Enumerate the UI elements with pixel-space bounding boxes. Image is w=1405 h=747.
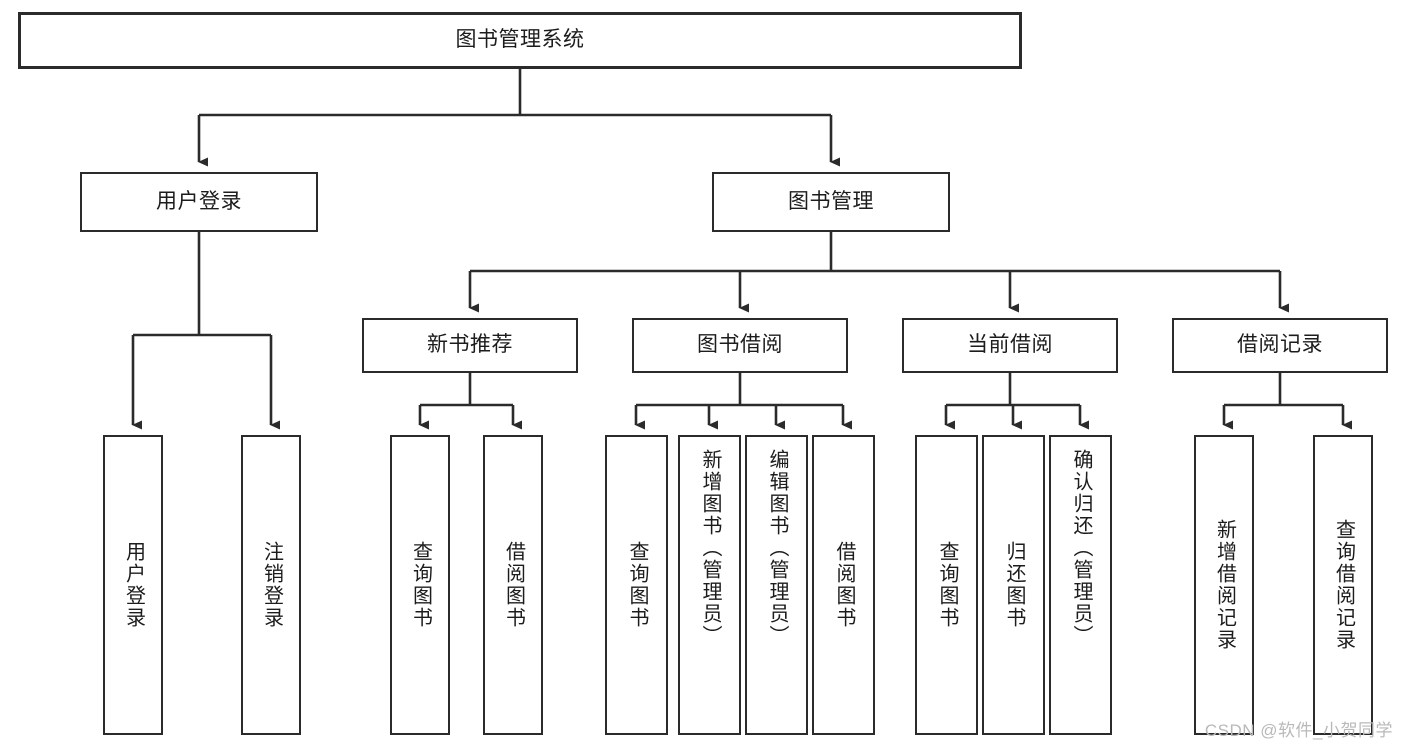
node-leaf-query-book-borrow[interactable]: 查询图书 (605, 435, 668, 735)
node-leaf-return-book[interactable]: 归还图书 (982, 435, 1045, 735)
node-leaf-borrow-book-rec[interactable]: 借阅图书 (483, 435, 543, 735)
watermark: CSDN @软件_小贺同学 (1204, 721, 1393, 740)
node-leaf-query-book-rec[interactable]: 查询图书 (390, 435, 450, 735)
node-user-login-label: 用户登录 (156, 189, 242, 213)
node-leaf-query-book-rec-label: 查询图书 (409, 541, 432, 629)
node-leaf-borrow-book-rec-label: 借阅图书 (502, 541, 525, 629)
node-current-borrow-label: 当前借阅 (967, 333, 1053, 357)
node-leaf-borrow-book[interactable]: 借阅图书 (812, 435, 875, 735)
node-book-borrow[interactable]: 图书借阅 (632, 318, 848, 373)
node-borrow-record[interactable]: 借阅记录 (1172, 318, 1388, 373)
node-leaf-add-borrow-record[interactable]: 新增借阅记录 (1194, 435, 1254, 735)
node-leaf-query-borrow-record[interactable]: 查询借阅记录 (1313, 435, 1373, 735)
node-current-borrow[interactable]: 当前借阅 (902, 318, 1118, 373)
node-leaf-user-login-label: 用户登录 (122, 541, 145, 629)
node-leaf-query-book-borrow-label: 查询图书 (626, 541, 648, 629)
node-book-borrow-label: 图书借阅 (697, 333, 783, 357)
node-leaf-confirm-return-admin-label: 确认归还（管理员） (1070, 449, 1092, 647)
node-leaf-borrow-book-label: 借阅图书 (833, 541, 855, 629)
node-leaf-user-logout[interactable]: 注销登录 (241, 435, 301, 735)
node-leaf-edit-book-admin-label: 编辑图书（管理员） (766, 449, 788, 647)
node-user-login[interactable]: 用户登录 (80, 172, 318, 232)
node-book-manage-label: 图书管理 (788, 189, 874, 213)
node-leaf-confirm-return-admin[interactable]: 确认归还（管理员） (1049, 435, 1112, 735)
node-leaf-edit-book-admin[interactable]: 编辑图书（管理员） (745, 435, 808, 735)
node-leaf-query-book-current[interactable]: 查询图书 (915, 435, 978, 735)
node-root[interactable]: 图书管理系统 (18, 12, 1022, 69)
node-leaf-query-book-current-label: 查询图书 (936, 541, 958, 629)
node-leaf-user-logout-label: 注销登录 (260, 541, 283, 629)
node-book-manage[interactable]: 图书管理 (712, 172, 950, 232)
node-leaf-user-login[interactable]: 用户登录 (103, 435, 163, 735)
node-leaf-return-book-label: 归还图书 (1003, 541, 1025, 629)
node-leaf-add-book-admin[interactable]: 新增图书（管理员） (678, 435, 741, 735)
node-borrow-record-label: 借阅记录 (1237, 333, 1323, 357)
node-root-label: 图书管理系统 (455, 28, 585, 52)
node-new-book-rec-label: 新书推荐 (427, 333, 513, 357)
node-leaf-query-borrow-record-label: 查询借阅记录 (1332, 519, 1355, 651)
node-leaf-add-book-admin-label: 新增图书（管理员） (699, 449, 721, 647)
node-new-book-rec[interactable]: 新书推荐 (362, 318, 578, 373)
node-leaf-add-borrow-record-label: 新增借阅记录 (1213, 519, 1236, 651)
